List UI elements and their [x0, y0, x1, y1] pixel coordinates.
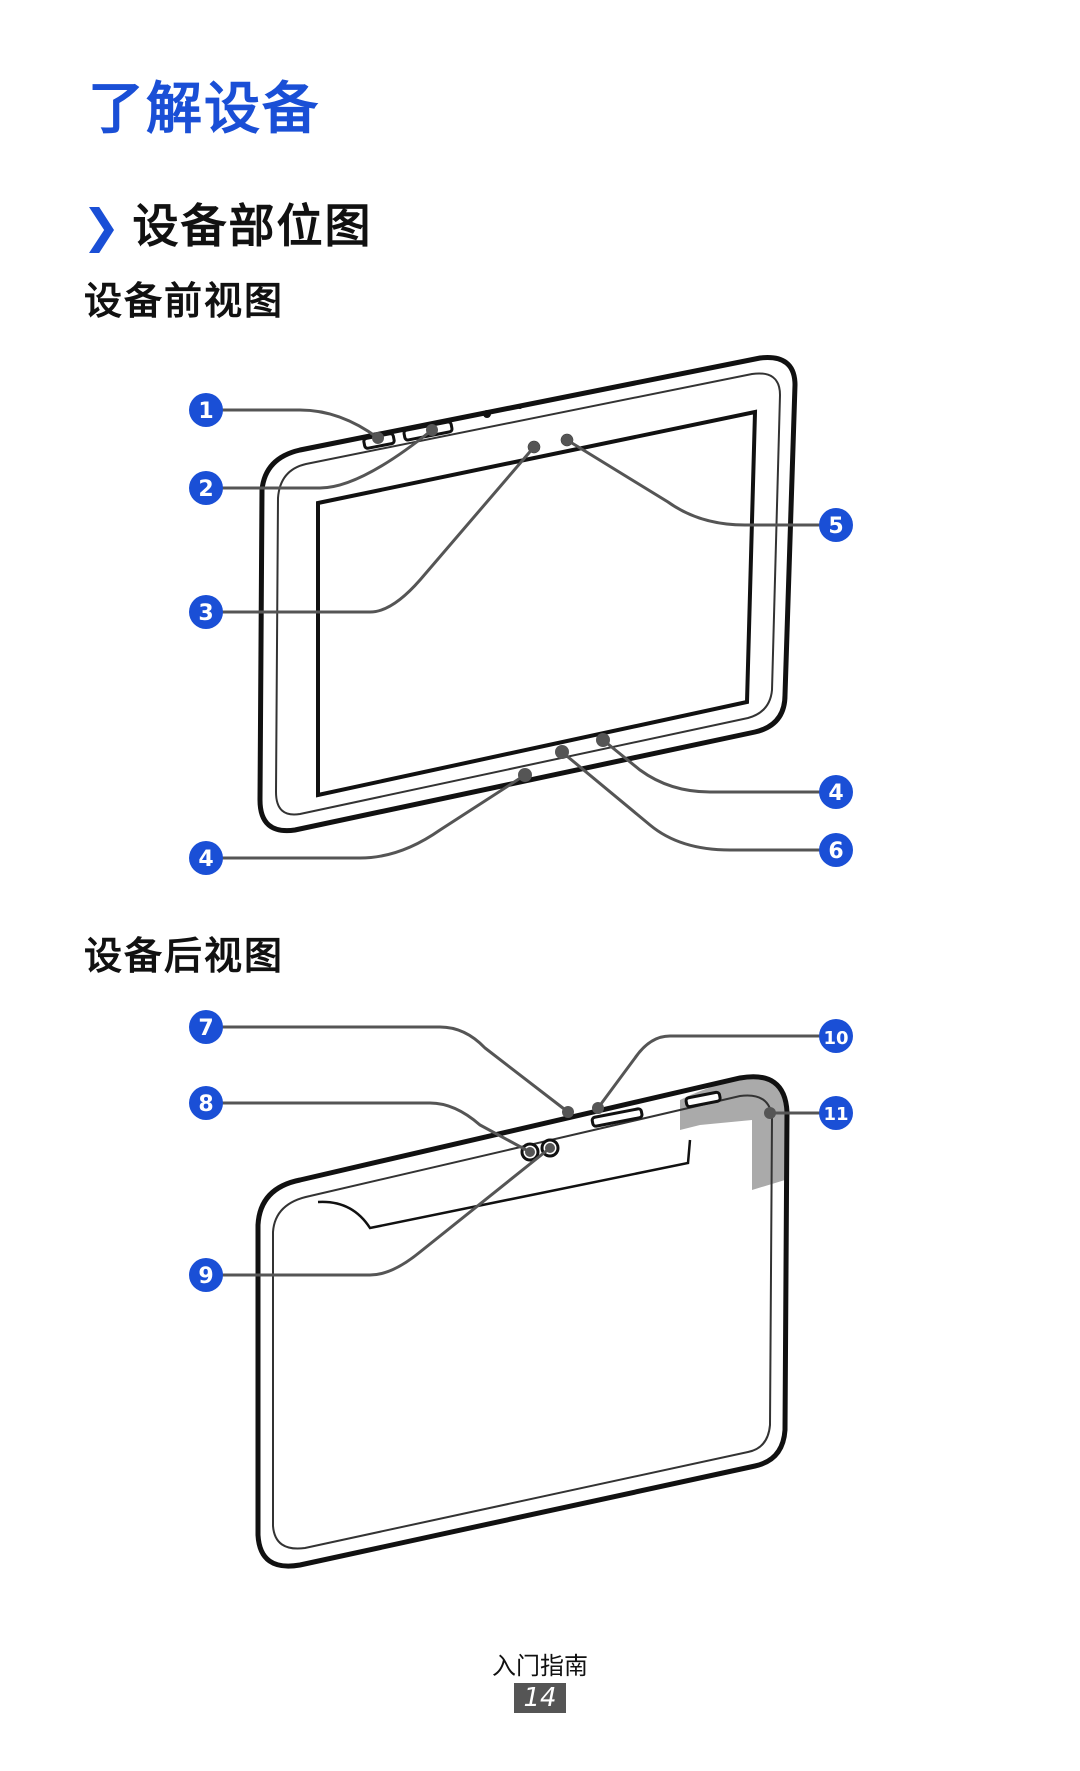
- callout-8-number: 8: [198, 1092, 213, 1117]
- callout-9: 9: [189, 1258, 223, 1292]
- callout-4-left: 4: [189, 841, 223, 875]
- chevron-right-icon: ❯: [82, 199, 123, 253]
- callout-5: 5: [819, 508, 853, 542]
- tablet-front-illustration: [257, 355, 798, 834]
- callout-6-number: 6: [828, 839, 843, 864]
- page-number: 14: [514, 1683, 566, 1713]
- front-view-diagram: 1 2 3 5 4 6 4: [189, 355, 853, 875]
- section-heading-text: 设备部位图: [132, 199, 373, 253]
- rear-anchor-dots: [525, 1102, 776, 1157]
- callout-7: 7: [189, 1010, 223, 1044]
- callout-6: 6: [819, 833, 853, 867]
- callout-3: 3: [189, 595, 223, 629]
- callout-4-right-number: 4: [828, 781, 843, 806]
- rear-view-heading: 设备后视图: [84, 934, 285, 978]
- section-heading: ❯设备部位图: [82, 190, 373, 256]
- page-title: 了解设备: [88, 77, 320, 142]
- front-leader-lines: [222, 408, 820, 860]
- callout-4-right: 4: [819, 775, 853, 809]
- callout-1-number: 1: [198, 399, 213, 424]
- callout-5-number: 5: [828, 514, 843, 539]
- callout-7-number: 7: [198, 1016, 213, 1041]
- front-anchor-dots: [372, 424, 610, 782]
- footer-label: 入门指南: [492, 1652, 588, 1680]
- callout-4-left-number: 4: [198, 847, 213, 872]
- callout-10-number: 10: [823, 1028, 848, 1049]
- tablet-rear-illustration: [255, 1074, 790, 1569]
- rear-view-diagram: 7 10 8 11 9: [189, 1010, 853, 1569]
- callout-2: 2: [189, 471, 223, 505]
- callout-9-number: 9: [198, 1264, 213, 1289]
- callout-2-number: 2: [198, 477, 213, 502]
- rear-leader-lines: [222, 1025, 820, 1277]
- callout-1: 1: [189, 393, 223, 427]
- callout-11-number: 11: [823, 1104, 848, 1125]
- callout-11: 11: [819, 1096, 853, 1130]
- callout-8: 8: [189, 1086, 223, 1120]
- front-view-heading: 设备前视图: [84, 279, 285, 323]
- callout-3-number: 3: [198, 601, 213, 626]
- callout-10: 10: [819, 1019, 853, 1053]
